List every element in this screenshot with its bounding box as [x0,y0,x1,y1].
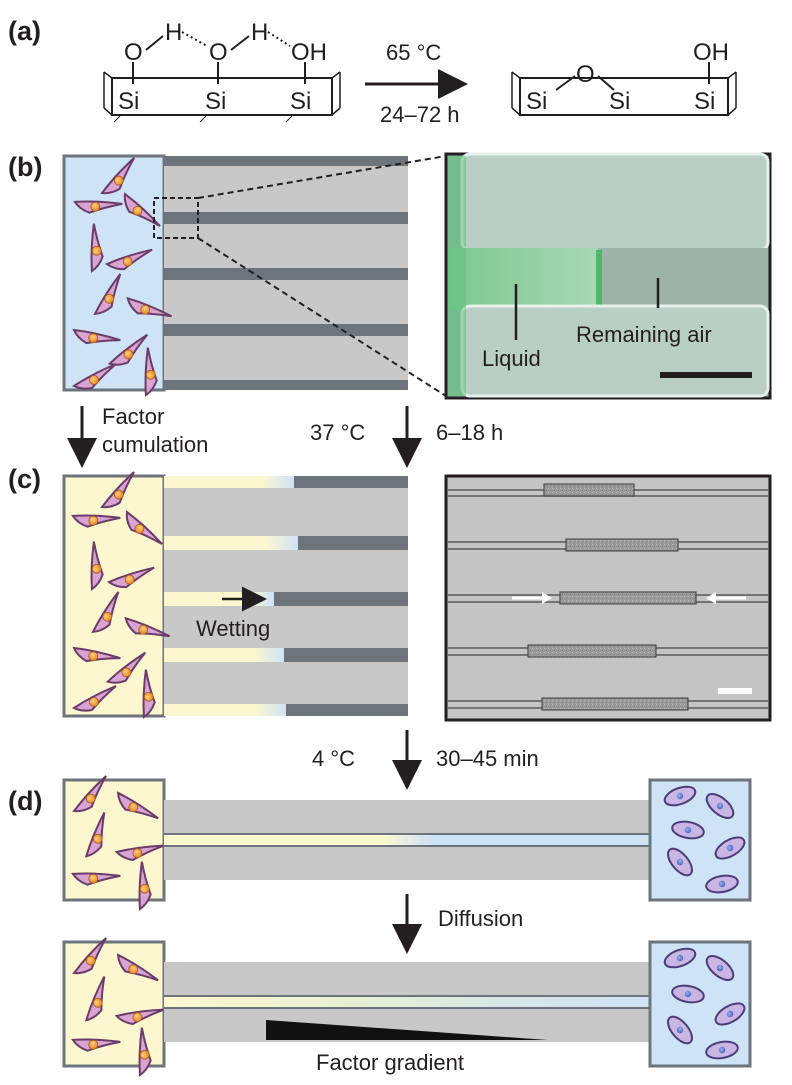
label-diffusion: Diffusion [438,906,523,931]
factor-cumulation-line2: cumulation [102,432,208,457]
reaction-time: 24–72 h [380,102,460,127]
micrograph-b [444,152,772,400]
si-left-3: Si [290,88,311,115]
label-wetting: Wetting [196,616,270,641]
temp-4: 4 °C [312,746,355,771]
oh-right: OH [693,39,729,66]
scale-bar-b [660,372,752,378]
substrate-right [511,71,737,116]
label-remaining-air: Remaining air [576,322,712,347]
scale-bar-c [718,688,752,694]
device-d-bottom [62,937,752,1078]
oh-left: OH [291,39,327,66]
si-left-2: Si [205,88,226,115]
h-left-1: H [165,19,182,46]
panel-a: (a) Si Si Si O H O H OH 65 °C [8,16,737,127]
panel-c-letter: (c) [8,464,41,494]
si-right-1: Si [526,88,547,115]
factor-cumulation-line1: Factor [102,404,164,429]
panel-b-letter: (b) [8,152,42,182]
si-right-2: Si [609,88,630,115]
time-6-18: 6–18 h [436,420,503,445]
si-left-1: Si [118,88,139,115]
micrograph-c [444,474,772,722]
temp-37: 37 °C [310,420,365,445]
device-d-top [62,775,752,912]
o-left-1: O [124,39,143,66]
factor-gradient-wedge [266,1020,548,1040]
channels-c [164,476,408,716]
o-left-2: O [209,39,228,66]
panel-c: (c) Wetting [8,464,772,722]
label-factor-gradient: Factor gradient [316,1050,464,1075]
panel-d: (d) Diffusion [8,775,752,1078]
h-left-2: H [251,19,268,46]
transition-c-d: 4 °C 30–45 min [312,730,539,790]
substrate-left [103,71,341,123]
si-right-3: Si [694,88,715,115]
transition-b-c: Factor cumulation 37 °C 6–18 h [67,404,503,468]
zoom-box [153,197,199,239]
channels-b [164,156,408,390]
label-liquid: Liquid [482,346,541,371]
panel-b: (b) [8,152,772,400]
o-bridge: O [576,61,595,88]
panel-d-letter: (d) [8,786,42,816]
time-30-45: 30–45 min [436,746,539,771]
reaction-temp: 65 °C [386,40,441,65]
panel-a-letter: (a) [8,16,41,46]
